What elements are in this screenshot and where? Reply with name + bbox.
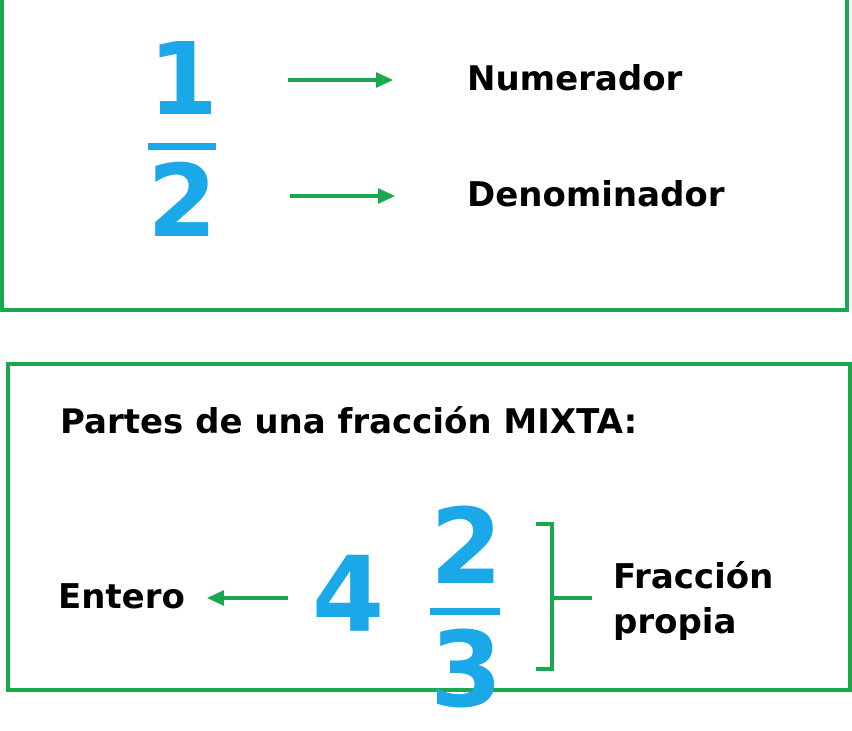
fraction-label-line2: propia	[613, 602, 737, 642]
mixed-numerator: 2	[430, 486, 503, 608]
mixed-whole-number: 4	[311, 534, 385, 656]
mixed-fraction-heading: Partes de una fracción MIXTA:	[60, 402, 638, 442]
mixed-fraction-bar	[430, 608, 500, 615]
simple-denominator: 2	[147, 143, 217, 260]
mixed-fraction-panel	[6, 362, 852, 692]
mixed-denominator: 3	[430, 609, 503, 731]
numerator-label: Numerador	[467, 59, 683, 99]
fraction-label-line1: Fracción	[613, 557, 774, 597]
whole-label: Entero	[58, 577, 185, 617]
simple-numerator: 1	[148, 21, 218, 138]
denominator-label: Denominador	[467, 175, 725, 215]
simple-fraction-panel	[0, 0, 849, 312]
simple-fraction-bar	[148, 143, 216, 150]
